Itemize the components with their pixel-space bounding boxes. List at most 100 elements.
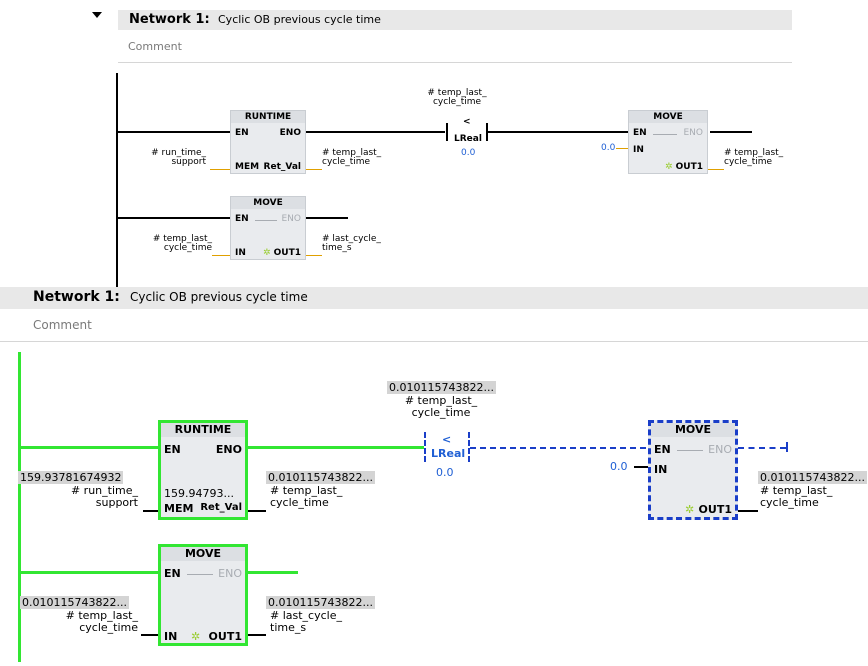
eno-pin: ENO (215, 443, 242, 456)
compare-value[interactable]: 0.0 (461, 148, 476, 158)
en-pin: EN (654, 443, 671, 456)
rung-wire-not-energized (470, 447, 646, 449)
move-in-value[interactable]: 0.0 (601, 143, 616, 153)
network-header[interactable] (0, 287, 868, 309)
contact-right (486, 123, 488, 141)
temp-last-cycle-tag[interactable]: # temp_last_ cycle_time (322, 148, 382, 168)
rung-wire (710, 131, 752, 133)
move2-out-tag[interactable]: # last_cycle_ time_s (270, 609, 342, 634)
move-block-2[interactable]: MOVE EN ENO IN ✲ OUT1 (230, 196, 306, 260)
en-pin: EN (633, 128, 647, 138)
in-pin: IN (633, 145, 644, 155)
mem-pin: MEM (164, 502, 194, 515)
out1-pin: OUT1 (698, 503, 732, 516)
move-in-value[interactable]: 0.0 (610, 460, 628, 473)
en-pin: EN (164, 567, 181, 580)
sun-icon: ✲ (263, 248, 271, 258)
move-out-tag[interactable]: # temp_last_ cycle_time (724, 148, 784, 168)
sun-icon: ✲ (685, 503, 695, 516)
out-wire (248, 634, 266, 636)
compare-tag[interactable]: # temp_last_ cycle_time (427, 88, 487, 108)
mem-wire (143, 510, 158, 512)
rung-wire (118, 131, 230, 133)
collapse-triangle-icon[interactable] (92, 12, 102, 18)
power-rail (18, 352, 21, 662)
out1-pin: OUT1 (675, 162, 703, 172)
power-rail (116, 73, 118, 291)
run-time-support-tag[interactable]: # run_time_ support (151, 148, 206, 168)
compare-value[interactable]: 0.0 (436, 466, 454, 479)
en-pin: EN (235, 128, 249, 138)
move-block[interactable]: MOVE EN ENO IN ✲ OUT1 (628, 110, 708, 174)
in-pin: IN (654, 463, 668, 476)
ret-val-wire (248, 510, 266, 512)
move-block[interactable]: MOVE EN ENO IN ✲ OUT1 (648, 420, 738, 520)
ret-val-pin: Ret_Val (263, 162, 301, 172)
sun-icon: ✲ (665, 162, 673, 172)
move-block-2[interactable]: MOVE EN ENO IN ✲ OUT1 (158, 544, 248, 646)
eno-wire (306, 217, 348, 219)
compare-contact[interactable] (424, 432, 470, 462)
compare-type: LReal (431, 447, 466, 460)
move2-in-tag[interactable]: # temp_last_ cycle_time (65, 609, 138, 634)
temp-last-cycle-tag[interactable]: # temp_last_ cycle_time (270, 484, 343, 509)
rung-wire-energized (248, 446, 424, 449)
move2-out-value: 0.010115743822... (266, 596, 375, 609)
ret-val-pin: Ret_Val (200, 502, 242, 513)
en-eno-line (677, 450, 703, 451)
rung-wire (305, 131, 445, 133)
compare-live-value: 0.010115743822... (387, 381, 496, 394)
rung-wire (488, 131, 628, 133)
runtime-block[interactable]: RUNTIME EN ENO MEM Ret_Val (230, 110, 306, 174)
network-title[interactable]: Cyclic OB previous cycle time (218, 13, 381, 26)
run-time-support-value: 159.93781674932 (18, 471, 124, 484)
out1-pin: OUT1 (273, 248, 301, 258)
move-title: MOVE (651, 423, 735, 437)
in-wire (616, 148, 628, 149)
ret-val-value: 0.010115743822... (266, 471, 375, 484)
move2-in-tag[interactable]: # temp_last_ cycle_time (152, 234, 212, 254)
move2-out-tag[interactable]: # last_cycle_ time_s (322, 234, 381, 254)
run-time-support-tag[interactable]: # run_time_ support (70, 484, 138, 509)
en-eno-line (653, 134, 677, 135)
in-wire (634, 466, 648, 468)
out1-pin: OUT1 (208, 630, 242, 643)
network-label: Network 1: (33, 289, 120, 305)
eno-pin: ENO (683, 128, 703, 138)
eno-pin: ENO (279, 128, 301, 138)
en-eno-line (255, 220, 277, 221)
mem-wire (210, 169, 230, 170)
comment-placeholder: Comment (33, 318, 92, 332)
mem-pin: MEM (235, 162, 260, 172)
contact-left (446, 123, 448, 141)
move-out-tag[interactable]: # temp_last_ cycle_time (760, 484, 833, 509)
move-out-value: 0.010115743822... (758, 471, 867, 484)
compare-type: LReal (454, 134, 482, 144)
eno-pin: ENO (218, 567, 242, 580)
move-title: MOVE (629, 111, 707, 123)
rung-wire-energized (21, 571, 159, 574)
compare-operator: < (463, 117, 471, 127)
in-pin: IN (235, 248, 246, 258)
network-title[interactable]: Cyclic OB previous cycle time (130, 290, 308, 304)
en-eno-line (187, 574, 213, 575)
comment-field[interactable] (118, 36, 792, 63)
runtime-title: RUNTIME (161, 423, 245, 437)
en-pin: EN (235, 214, 249, 224)
in-pin: IN (164, 630, 178, 643)
network-header[interactable] (118, 10, 792, 30)
rung-end (786, 442, 788, 452)
move2-in-value: 0.010115743822... (20, 596, 129, 609)
ret-val-wire (306, 169, 322, 170)
runtime-block[interactable]: RUNTIME EN ENO 159.94793... MEM Ret_Val (158, 420, 248, 520)
rung-wire-energized (21, 446, 159, 449)
out-wire (738, 510, 758, 512)
mem-live-value: 159.94793... (164, 487, 234, 500)
rung-wire-not-energized (738, 447, 786, 449)
compare-operator: < (442, 433, 452, 446)
comment-field[interactable] (0, 313, 868, 342)
sun-icon: ✲ (191, 630, 201, 643)
compare-tag[interactable]: # temp_last_ cycle_time (404, 394, 478, 419)
in-wire (212, 255, 230, 256)
rung-wire (118, 217, 230, 219)
